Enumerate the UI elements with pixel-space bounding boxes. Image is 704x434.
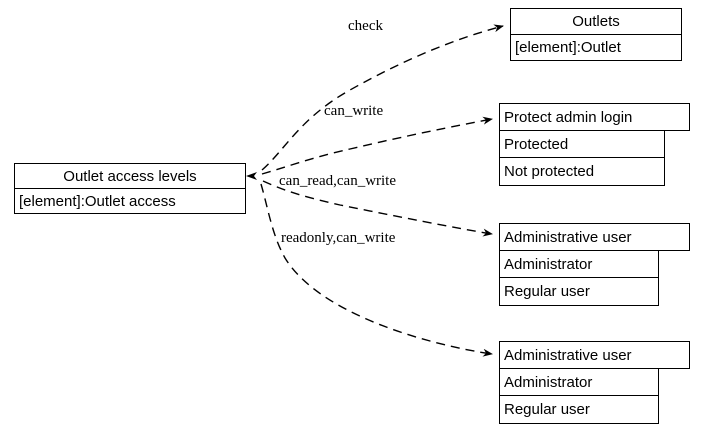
node-outlet-access-levels-row-0[interactable]: [element]:Outlet access	[14, 188, 246, 214]
edge-label-can-read-can-write: can_read,can_write	[279, 173, 397, 189]
edge-can-write	[261, 116, 493, 175]
edge-source-arrowhead	[246, 172, 257, 180]
edge-readonly-can-write	[260, 183, 493, 357]
node-administrative-user-1-header[interactable]: Administrative user	[499, 223, 690, 251]
node-protect-admin-login-header[interactable]: Protect admin login	[499, 103, 690, 131]
node-administrative-user-1-row-0[interactable]: Administrator	[499, 250, 659, 278]
node-administrative-user-2-header[interactable]: Administrative user	[499, 341, 690, 369]
node-administrative-user-2-row-0[interactable]: Administrator	[499, 368, 659, 396]
edge-can-read-can-write	[262, 180, 493, 237]
node-administrative-user-2-row-1[interactable]: Regular user	[499, 395, 659, 424]
node-outlet-access-levels-header[interactable]: Outlet access levels	[14, 163, 246, 189]
node-protect-admin-login-row-0[interactable]: Protected	[499, 130, 665, 158]
edge-label-readonly-can-write: readonly,can_write	[281, 230, 396, 246]
edge-label-check: check	[348, 18, 383, 34]
node-outlets-header[interactable]: Outlets	[510, 8, 682, 35]
node-outlets-row-0[interactable]: [element]:Outlet	[510, 34, 682, 61]
edge-check	[261, 24, 504, 171]
node-administrative-user-1-row-1[interactable]: Regular user	[499, 277, 659, 306]
node-protect-admin-login-row-1[interactable]: Not protected	[499, 157, 665, 186]
edge-label-can-write: can_write	[324, 103, 384, 119]
